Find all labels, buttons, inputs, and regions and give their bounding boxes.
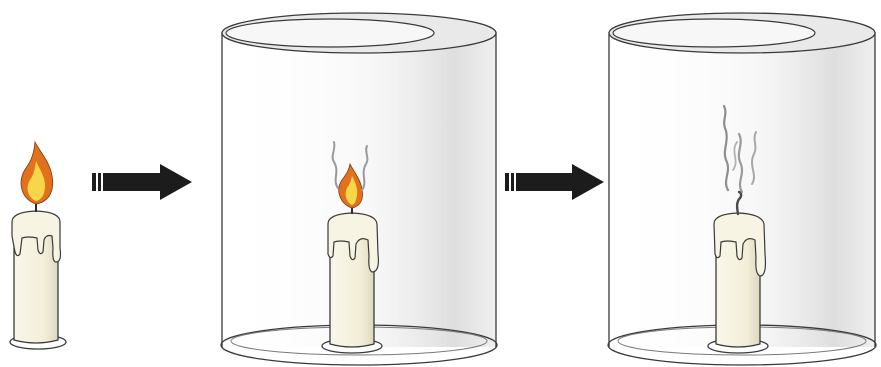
arrow-1-tail-stripe <box>98 173 101 191</box>
arrow-1 <box>92 164 192 200</box>
glass-jar-2-top-opening <box>613 19 815 47</box>
arrow-2-body <box>516 164 604 200</box>
arrow-2 <box>505 164 604 200</box>
arrow-1-body <box>103 164 192 200</box>
candle-1 <box>12 142 61 343</box>
arrow-2-tail-stripe <box>505 173 509 191</box>
arrow-2-tail-stripe <box>511 173 514 191</box>
step-2-covered-lit-candle <box>221 13 497 365</box>
step-3-covered-extinguished-candle <box>608 13 876 365</box>
arrow-1-tail-stripe <box>92 173 96 191</box>
step-1-open-candle <box>10 142 66 349</box>
glass-jar-1-top-opening <box>226 19 434 47</box>
